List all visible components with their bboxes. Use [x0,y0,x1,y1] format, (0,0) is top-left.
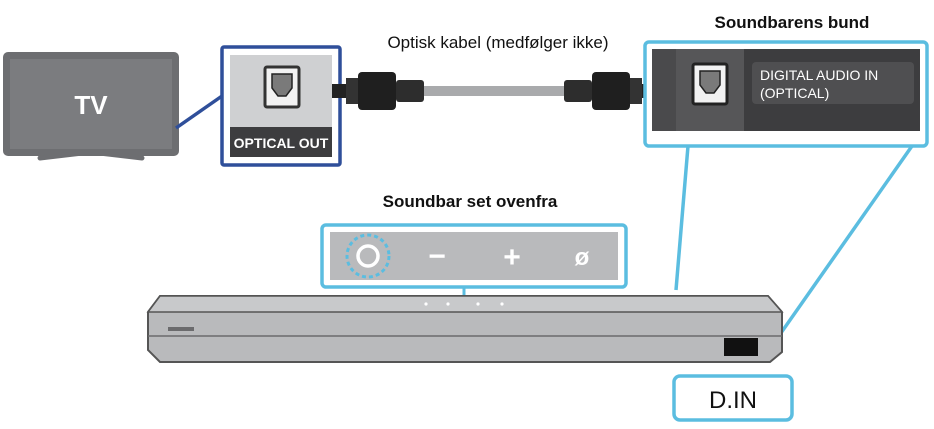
din-port [724,338,758,356]
cable-label: Optisk kabel (medfølger ikke) [387,33,608,52]
bottom-callout-left-line [674,145,690,291]
source-button: ø [575,244,590,271]
optical-cable: Optisk kabel (medfølger ikke) [332,33,656,110]
digital-audio-in-label: DIGITAL AUDIO IN [760,67,878,83]
digital-audio-port-icon [691,62,729,106]
digital-audio-in-sublabel: (OPTICAL) [760,85,829,101]
bottom-title: Soundbarens bund [715,13,870,32]
soundbar-body [146,295,784,363]
soundbar-logo-mark [168,327,194,331]
top-view-title: Soundbar set ovenfra [383,192,558,211]
optical-out-port-box: OPTICAL OUT [220,45,342,167]
power-icon [356,244,380,268]
tv-stand [37,149,145,161]
soundbar-top-buttons: − + ø [320,223,628,289]
optical-port-icon [263,65,301,109]
din-callout: D.IN [672,374,794,422]
tv-port-callout-line [175,94,223,130]
tv-label: TV [74,90,108,120]
volume-down-button: − [428,240,446,273]
bottom-callout-right-line [760,144,914,362]
tv-illustration: TV [3,52,179,161]
volume-up-button: + [503,241,521,274]
power-button-highlight [345,233,391,279]
optical-out-label: OPTICAL OUT [234,135,329,151]
digital-audio-in-port-box: DIGITAL AUDIO IN (OPTICAL) [643,40,929,148]
din-label: D.IN [709,387,757,414]
